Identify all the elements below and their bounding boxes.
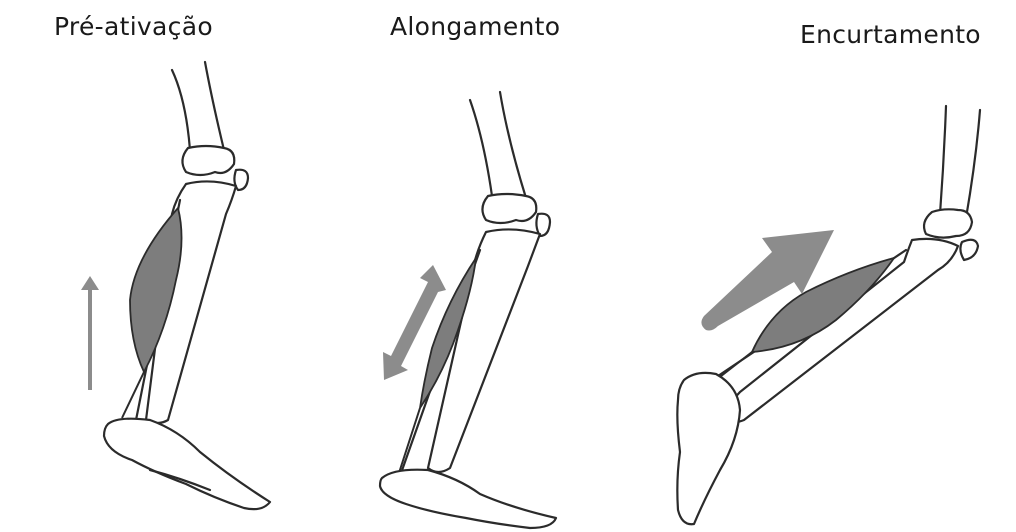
- knee-3: [924, 209, 972, 237]
- patella-3: [960, 240, 978, 260]
- knee-2: [482, 194, 536, 223]
- foot-1: [104, 419, 270, 509]
- leg-lengthening: [380, 92, 556, 528]
- achilles-tendon-3: [716, 352, 752, 380]
- femur-1-front: [205, 62, 224, 150]
- knee-1: [182, 146, 234, 175]
- femur-2-back: [470, 100, 492, 196]
- tibia-3: [720, 239, 958, 422]
- foot-3: [677, 373, 740, 524]
- femur-1-back: [172, 70, 190, 150]
- leg-shortening: [677, 106, 980, 524]
- leg-pre-activation: [81, 62, 270, 509]
- arrow-up-1: [81, 276, 99, 390]
- achilles-tendon-2: [398, 408, 420, 476]
- femur-3-back: [940, 106, 946, 214]
- foot-2: [380, 470, 556, 528]
- femur-3-front: [966, 110, 980, 218]
- femur-2-front: [500, 92, 526, 198]
